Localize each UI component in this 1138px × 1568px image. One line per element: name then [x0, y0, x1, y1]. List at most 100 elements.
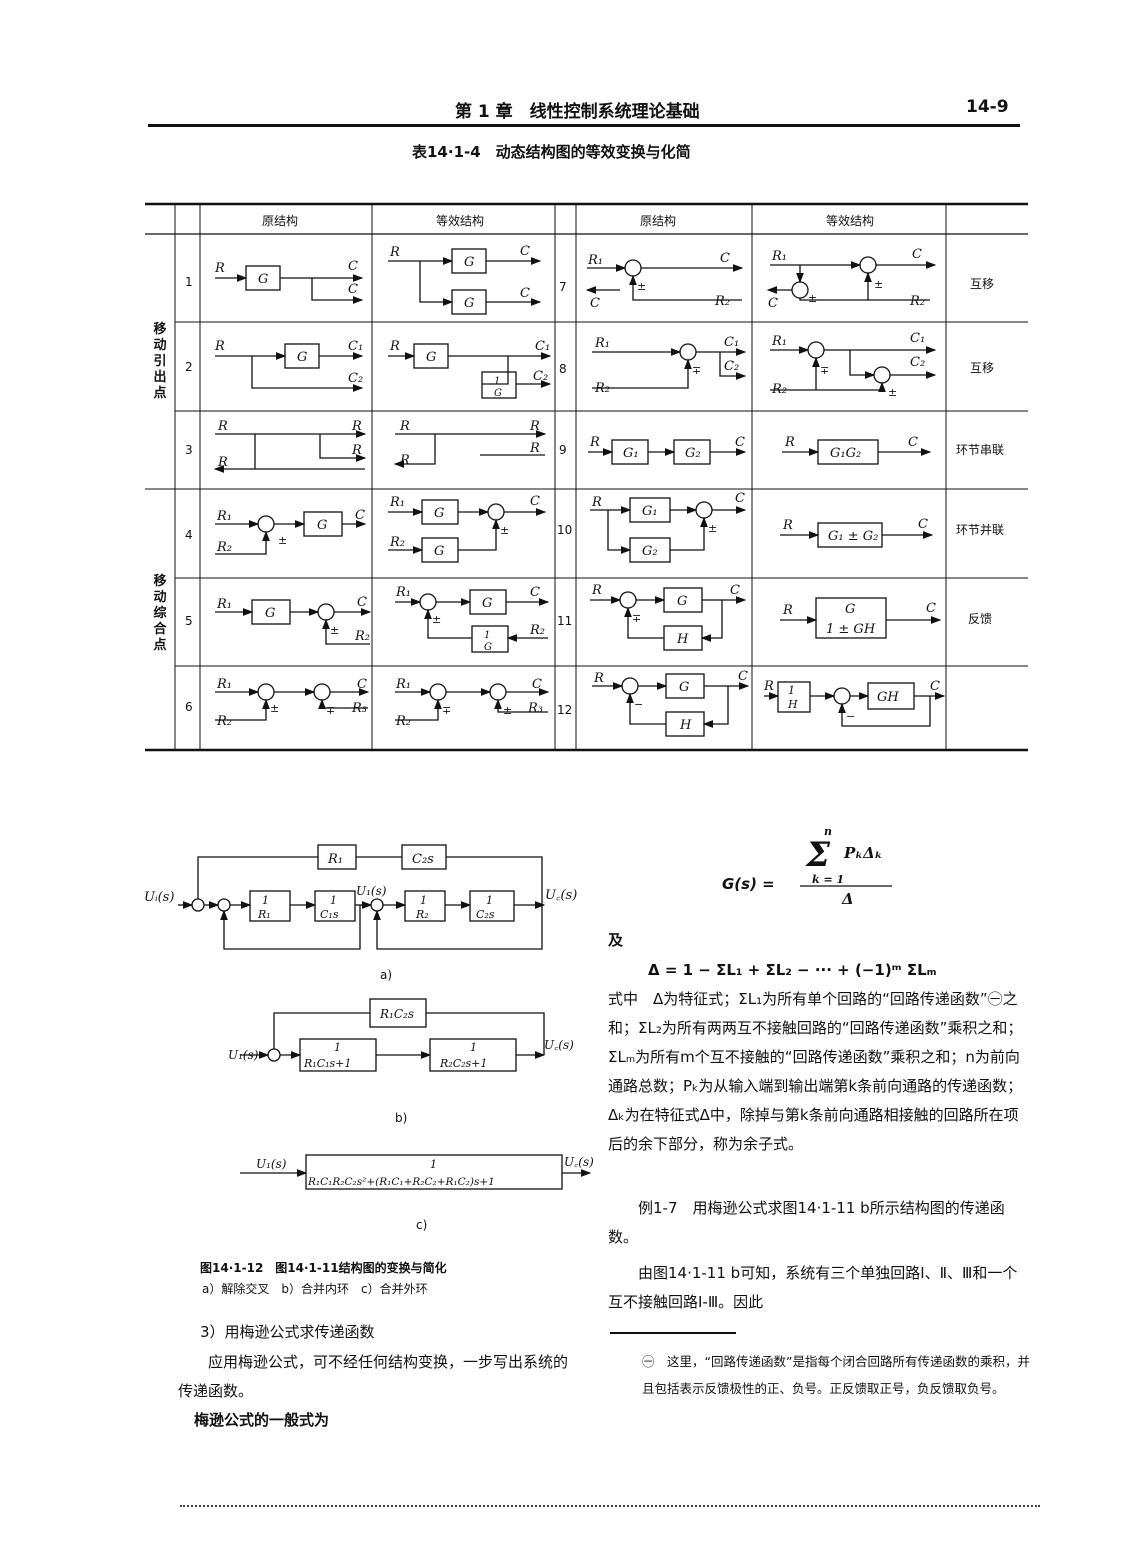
- svg-text:R₁C₂s: R₁C₂s: [379, 1007, 414, 1021]
- svg-text:G₁G₂: G₁G₂: [830, 446, 861, 461]
- svg-text:G: G: [297, 350, 307, 365]
- svg-text:C: C: [348, 259, 358, 274]
- svg-text:R₁: R₁: [216, 509, 232, 524]
- svg-text:H: H: [787, 698, 798, 711]
- svg-text:C₂s: C₂s: [476, 908, 495, 921]
- svg-text:C: C: [768, 296, 778, 311]
- svg-text:R₁: R₁: [257, 908, 271, 921]
- svg-text:C: C: [530, 585, 540, 600]
- svg-text:C: C: [730, 583, 740, 598]
- svg-text:G: G: [677, 594, 687, 609]
- svg-text:PₖΔₖ: PₖΔₖ: [843, 844, 883, 862]
- left-paragraph-1: 应用梅逊公式，可不经任何结构变换，一步写出系统的传递函数。: [178, 1353, 569, 1400]
- svg-text:G: G: [434, 506, 444, 521]
- svg-text:R₁C₁s+1: R₁C₁s+1: [303, 1057, 351, 1070]
- row-number: 4: [185, 528, 193, 542]
- svg-text:±: ±: [500, 524, 509, 537]
- svg-text:R₁: R₁: [389, 495, 405, 510]
- svg-text:G: G: [494, 388, 502, 399]
- svg-text:n: n: [824, 825, 832, 838]
- col-header-original-left: 原结构: [262, 214, 299, 228]
- svg-text:±: ±: [432, 613, 441, 626]
- svg-text:±: ±: [874, 278, 883, 291]
- svg-text:R₁: R₁: [216, 677, 232, 692]
- svg-text:C: C: [590, 296, 600, 311]
- row-number: 6: [185, 700, 193, 714]
- svg-text:C: C: [532, 677, 542, 692]
- svg-text:C₂: C₂: [910, 355, 925, 370]
- svg-text:G₁: G₁: [623, 446, 639, 461]
- svg-text:R₁: R₁: [216, 597, 232, 612]
- svg-text:C: C: [348, 282, 358, 297]
- svg-text:C: C: [720, 251, 730, 266]
- svg-text:G₂: G₂: [685, 446, 701, 461]
- svg-text:1: 1: [470, 1041, 477, 1054]
- svg-text:±: ±: [637, 280, 646, 293]
- mason-formula: n Σ PₖΔₖ k = 1 Δ: [800, 825, 892, 908]
- svg-text:1: 1: [486, 894, 493, 907]
- svg-text:R₂: R₂: [771, 382, 787, 397]
- svg-text:∓: ∓: [820, 364, 829, 377]
- svg-text:1: 1: [330, 894, 337, 907]
- svg-text:R: R: [591, 495, 602, 510]
- svg-text:G: G: [464, 296, 474, 311]
- svg-text:R: R: [351, 419, 362, 434]
- svg-text:GH: GH: [877, 690, 899, 705]
- delta-formula: Δ = 1 − ΣL₁ + ΣL₂ − ··· + (−1)ᵐ ΣLₘ: [648, 961, 937, 979]
- group-label-move-branch: 移动引出点: [153, 322, 167, 401]
- svg-text:C₁: C₁: [348, 339, 363, 354]
- svg-text:R₁C₁R₂C₂s²+(R₁C₁+R₂C₂+R₁C₂)s+1: R₁C₁R₂C₂s²+(R₁C₁+R₂C₂+R₁C₂)s+1: [307, 1176, 495, 1188]
- svg-text:G: G: [426, 350, 436, 365]
- svg-text:R₂: R₂: [354, 629, 370, 644]
- col-header-equiv-right: 等效结构: [826, 214, 875, 228]
- header-rule: [148, 124, 1020, 127]
- svg-text:G: G: [679, 680, 689, 695]
- svg-text:C: C: [738, 669, 748, 684]
- left-paragraph-2: 梅逊公式的一般式为: [194, 1411, 330, 1429]
- svg-text:G: G: [464, 255, 474, 270]
- svg-text:C₁s: C₁s: [320, 908, 339, 921]
- svg-text:C: C: [735, 435, 745, 450]
- row-number: 7: [559, 280, 567, 294]
- svg-text:R₁: R₁: [771, 334, 787, 349]
- section-heading: 3）用梅逊公式求传递函数: [200, 1323, 375, 1341]
- svg-text:C: C: [530, 494, 540, 509]
- col-header-equiv-left: 等效结构: [436, 214, 485, 228]
- svg-text:C: C: [908, 435, 918, 450]
- row-number: 10: [557, 523, 573, 537]
- note-mutual-move: 互移: [970, 361, 995, 375]
- svg-text:1: 1: [420, 894, 427, 907]
- svg-text:C: C: [355, 508, 365, 523]
- svg-text:Σ: Σ: [804, 835, 831, 875]
- svg-text:U₁(s): U₁(s): [228, 1048, 259, 1062]
- figure-label-a: a): [380, 968, 393, 982]
- svg-text:U₁(s): U₁(s): [256, 1157, 287, 1171]
- svg-text:±: ±: [808, 292, 817, 305]
- svg-text:1: 1: [334, 1041, 341, 1054]
- svg-text:R₂: R₂: [714, 294, 730, 309]
- svg-text:U꜀(s): U꜀(s): [564, 1155, 594, 1169]
- svg-text:±: ±: [278, 534, 287, 547]
- svg-text:R: R: [529, 441, 540, 456]
- svg-text:R₁: R₁: [587, 253, 603, 268]
- svg-text:R₂: R₂: [594, 381, 610, 396]
- svg-text:C: C: [357, 677, 367, 692]
- svg-text:R: R: [763, 679, 774, 694]
- svg-text:R₁: R₁: [327, 852, 343, 867]
- svg-text:R: R: [782, 603, 793, 618]
- svg-text:C: C: [930, 679, 940, 694]
- svg-text:G: G: [482, 596, 492, 611]
- svg-text:U₁(s): U₁(s): [356, 884, 387, 898]
- svg-text:R₂: R₂: [216, 540, 232, 555]
- svg-text:R: R: [217, 455, 228, 470]
- svg-text:G₁: G₁: [642, 504, 658, 519]
- svg-text:R₂: R₂: [909, 294, 925, 309]
- row-number: 12: [557, 703, 573, 717]
- right-paragraph-1: 式中 Δ为特征式；ΣL₁为所有单个回路的“回路传递函数”㊀之和；ΣL₂为所有两两…: [608, 990, 1023, 1153]
- note-mutual-move: 互移: [970, 277, 995, 291]
- svg-text:R₂: R₂: [529, 623, 545, 638]
- svg-text:H: H: [679, 718, 692, 733]
- svg-text:C₂s: C₂s: [412, 852, 434, 867]
